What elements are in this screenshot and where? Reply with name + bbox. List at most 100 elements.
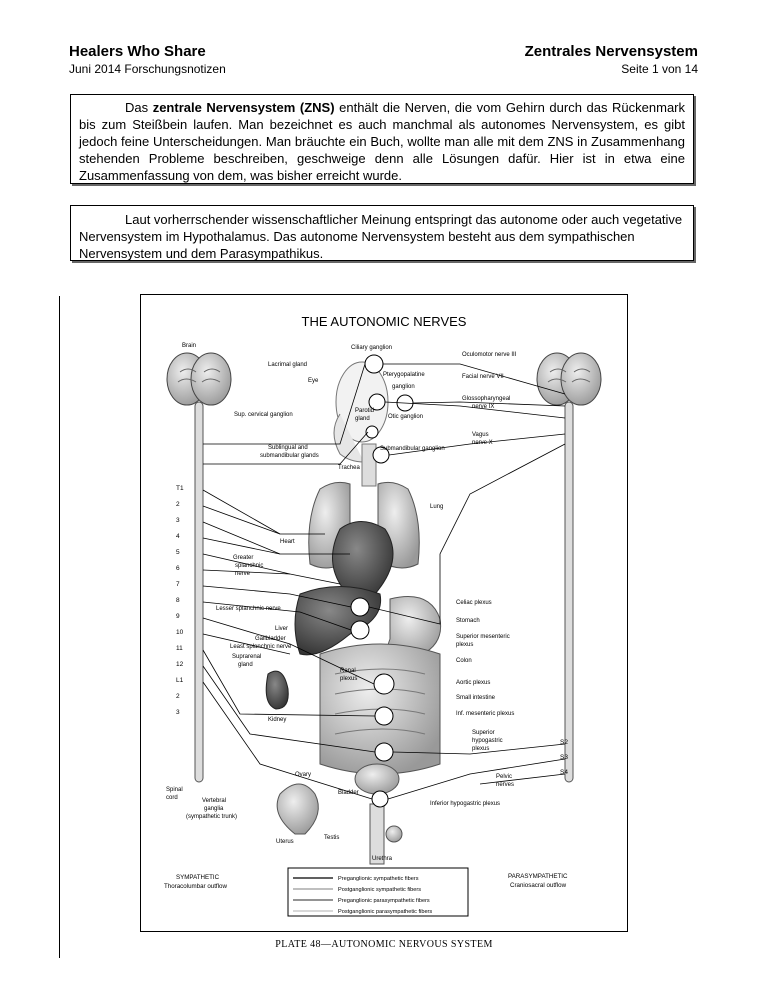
header-left: Healers Who Share Juni 2014 Forschungsno… <box>69 43 226 77</box>
label: submandibular glands <box>260 453 319 459</box>
label: Inferior hypogastric plexus <box>430 801 500 807</box>
label: Gallbladder <box>255 636 286 642</box>
label: Superior mesenteric <box>456 634 510 640</box>
issue-date: Juni 2014 Forschungsnotizen <box>69 61 226 77</box>
page-number: Seite 1 von 14 <box>525 61 698 77</box>
label: Parotid <box>355 408 374 414</box>
label: Vagus <box>472 432 489 438</box>
label: splanchnic <box>235 563 263 569</box>
label: nerve <box>235 571 251 577</box>
bladder-shape <box>355 764 399 794</box>
label: Ciliary ganglion <box>351 345 392 351</box>
label: Suprarenal <box>232 654 261 660</box>
label: Heart <box>280 539 295 545</box>
label: Liver <box>275 626 288 632</box>
label: plexus <box>340 676 357 682</box>
label: Lung <box>430 504 443 510</box>
label: Submandibular ganglion <box>380 446 445 452</box>
trachea-shape <box>362 444 376 486</box>
label: Eye <box>308 378 319 384</box>
label: cord <box>166 795 178 801</box>
label: Thoracolumbar outflow <box>164 883 227 890</box>
label: Renal <box>340 668 356 674</box>
intro-bold-term: zentrale Nervensystem (ZNS) <box>153 100 335 115</box>
label: plexus <box>456 642 473 648</box>
label: nerves <box>496 782 514 788</box>
level-label: 10 <box>176 629 184 636</box>
label: Lacrimal gland <box>268 362 307 368</box>
right-spinal-cord <box>565 402 573 782</box>
site-title: Healers Who Share <box>69 43 226 61</box>
label: nerve IX <box>472 404 494 410</box>
sacral-label: S2 <box>560 739 568 746</box>
note-text: Laut vorherrschender wissenschaftlicher … <box>79 212 682 261</box>
label: Testis <box>324 835 339 841</box>
sacral-label: S4 <box>560 769 568 776</box>
legend-item: Postganglionic parasympathetic fibers <box>338 909 432 915</box>
sacral-level-labels: S2 S3 S4 <box>560 739 568 776</box>
label: Stomach <box>456 618 480 624</box>
document-title: Zentrales Nervensystem <box>525 43 698 61</box>
sacral-label: S3 <box>560 754 568 761</box>
label: Urethra <box>372 856 393 862</box>
label: Sublingual and <box>268 445 308 451</box>
label: Bladder <box>338 790 359 796</box>
label: Spinal <box>166 787 183 793</box>
label: Uterus <box>276 839 294 845</box>
urethra-shape <box>370 804 384 864</box>
label: Oculomotor nerve III <box>462 352 517 358</box>
label: Superior <box>472 730 495 736</box>
autonomic-nerves-figure: THE AUTONOMIC NERVES <box>140 294 628 934</box>
testis-shape <box>386 826 402 842</box>
legend: Preganglionic sympathetic fibers Postgan… <box>288 868 468 916</box>
figure-title: THE AUTONOMIC NERVES <box>302 314 467 329</box>
label: Pterygopalatine <box>383 372 425 378</box>
label: Glossopharyngeal <box>462 396 510 402</box>
label: Inf. mesenteric plexus <box>456 711 514 717</box>
label: (sympathetic trunk) <box>186 814 237 820</box>
label: gland <box>238 662 253 668</box>
level-label: 6 <box>176 565 180 572</box>
left-spinal-cord <box>195 402 203 782</box>
label: Vertebral <box>202 798 226 804</box>
note-box: Laut vorherrschender wissenschaftlicher … <box>70 205 694 261</box>
level-label: 2 <box>176 693 180 700</box>
label: nerve X <box>472 440 493 446</box>
label: hypogastric <box>472 738 503 744</box>
level-label: 2 <box>176 501 180 508</box>
label: plexus <box>472 746 489 752</box>
level-label: 4 <box>176 533 180 540</box>
label: Lesser splanchnic nerve <box>216 606 281 612</box>
label: gland <box>355 416 370 422</box>
legend-item: Preganglionic sympathetic fibers <box>338 876 419 882</box>
label: Pelvic <box>496 774 512 780</box>
level-label: 12 <box>176 661 184 668</box>
label: Celiac plexus <box>456 600 492 606</box>
label: Trachea <box>338 465 360 471</box>
level-label: 5 <box>176 549 180 556</box>
level-label: 3 <box>176 709 180 716</box>
level-label: L1 <box>176 677 184 684</box>
label: Small intestine <box>456 695 496 701</box>
label: Least splanchnic nerve <box>230 644 292 650</box>
level-label: T1 <box>176 485 184 492</box>
level-label: 11 <box>176 645 183 652</box>
figure-svg: THE AUTONOMIC NERVES <box>140 294 628 934</box>
label: Colon <box>456 658 472 664</box>
margin-rule <box>59 296 60 958</box>
legend-item: Postganglionic sympathetic fibers <box>338 887 421 893</box>
label: Aortic plexus <box>456 680 490 686</box>
label: PARASYMPATHETIC <box>508 873 568 880</box>
legend-item: Preganglionic parasympathetic fibers <box>338 898 430 904</box>
label: Brain <box>182 343 196 349</box>
label: Greater <box>233 555 253 561</box>
intro-prefix: Das <box>125 100 153 115</box>
level-label: 8 <box>176 597 180 604</box>
intro-box: Das zentrale Nervensystem (ZNS) enthält … <box>70 94 694 184</box>
level-label: 3 <box>176 517 180 524</box>
label: ganglia <box>204 806 224 812</box>
header-right: Zentrales Nervensystem Seite 1 von 14 <box>525 43 698 77</box>
label: Sup. cervical ganglion <box>234 412 293 418</box>
label: Craniosacral outflow <box>510 882 567 889</box>
label: Kidney <box>268 717 286 723</box>
